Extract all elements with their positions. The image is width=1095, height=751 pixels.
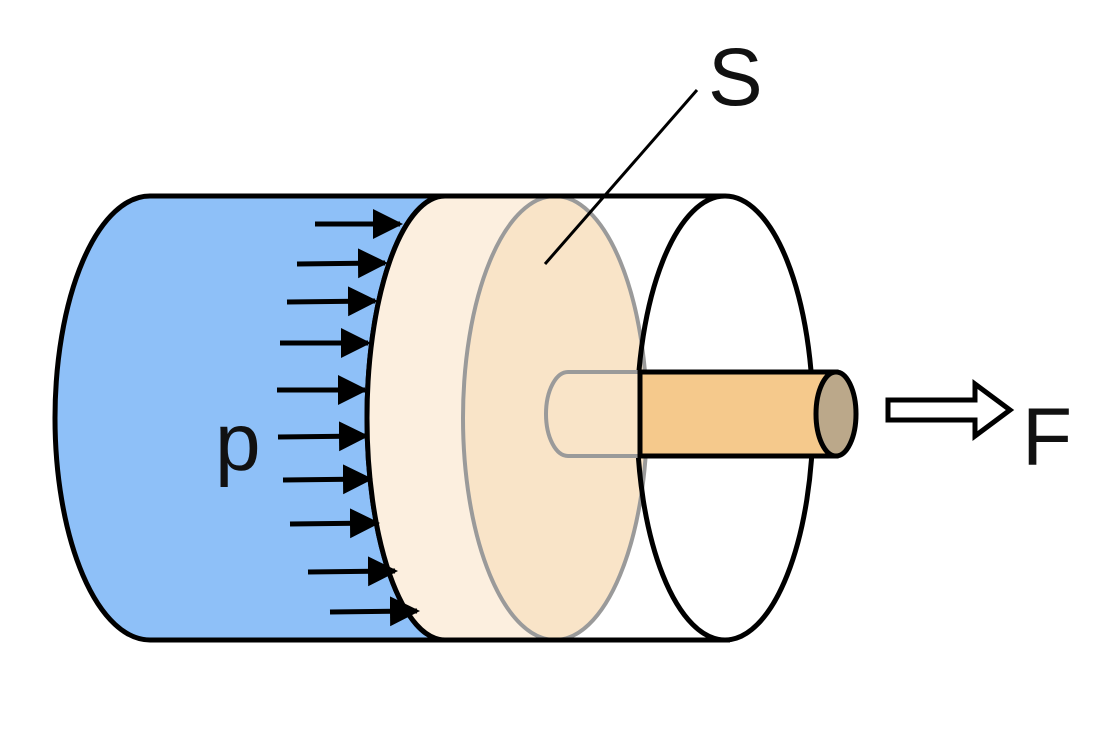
piston-rod [637, 369, 839, 459]
pressure-arrows [277, 209, 420, 627]
hollow-arrow-right-icon [885, 379, 1015, 441]
pressure-arrow-icon [286, 286, 378, 317]
rod-end [813, 369, 859, 459]
pressure-arrow-icon [282, 464, 373, 495]
pressure-arrow-icon [277, 421, 369, 452]
pressure-arrow-icon [296, 248, 388, 279]
area-label: S [708, 32, 763, 123]
rod-inner [544, 370, 642, 458]
area-leader-line [543, 89, 699, 265]
pressure-arrow-icon [307, 556, 398, 587]
pressure-arrow-icon [329, 596, 420, 627]
force-label: F [1022, 392, 1072, 483]
pressure-label: p [215, 397, 261, 488]
pressure-arrow-icon [289, 508, 380, 539]
